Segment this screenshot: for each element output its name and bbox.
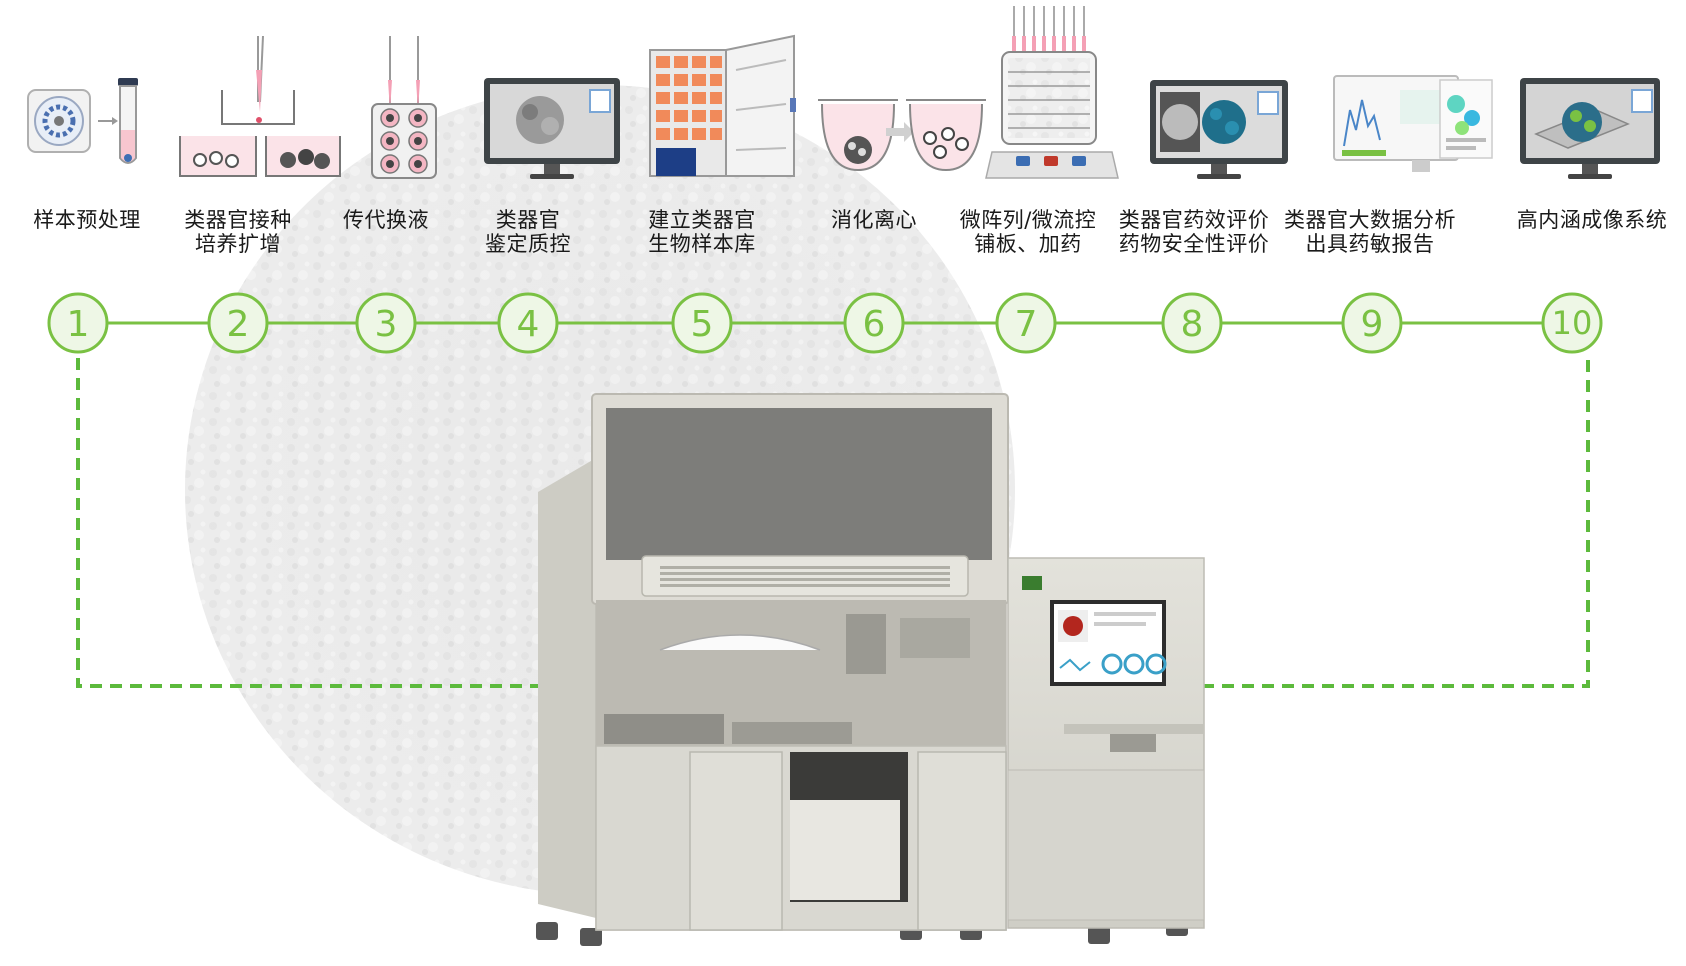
step-number-8: 8 — [1181, 304, 1204, 345]
report-analysis-icon — [1333, 75, 1493, 172]
step-number-5: 5 — [691, 304, 714, 345]
step-label-3: 传代换液 — [343, 208, 429, 232]
step-number-9: 9 — [1361, 304, 1384, 345]
step-marker-10: 10 — [1541, 292, 1603, 354]
step-number-3: 3 — [375, 304, 398, 345]
step-marker-1: 1 — [47, 292, 109, 354]
step-label-8: 类器官药效评价药物安全性评价 — [1118, 208, 1270, 256]
organoid-sample-icon — [27, 78, 138, 164]
step-number-6: 6 — [863, 304, 886, 345]
step-label-4: 类器官鉴定质控 — [485, 208, 571, 256]
step-number-1: 1 — [67, 304, 90, 345]
step-label-10: 高内涵成像系统 — [1516, 208, 1668, 232]
step-marker-9: 9 — [1341, 292, 1403, 354]
step-label-7: 微阵列/微流控铺板、加药 — [959, 208, 1097, 256]
step-label-9: 类器官大数据分析出具药敏报告 — [1284, 208, 1456, 256]
step-marker-8: 8 — [1161, 292, 1223, 354]
automated-organoid-workstation — [536, 393, 1205, 946]
timeline-markers: 1 2 3 4 5 6 7 8 — [47, 292, 1603, 354]
qc-monitor-icon — [484, 78, 620, 179]
digestion-centrifuge-icon — [818, 99, 986, 172]
imaging-monitor-icon — [1520, 78, 1660, 179]
passage-plate-icon — [371, 36, 437, 179]
step-number-7: 7 — [1015, 304, 1038, 345]
step-marker-4: 4 — [497, 292, 559, 354]
step-number-10: 10 — [1552, 304, 1593, 342]
step-marker-5: 5 — [671, 292, 733, 354]
dashed-loop-connector — [76, 358, 1590, 688]
step-number-4: 4 — [517, 304, 540, 345]
step-label-1: 样本预处理 — [33, 208, 141, 232]
step-marker-6: 6 — [843, 292, 905, 354]
step-number-2: 2 — [227, 304, 250, 345]
microarray-plate-icon — [985, 6, 1119, 179]
drug-evaluation-monitor-icon — [1150, 80, 1288, 179]
step-label-5: 建立类器官生物样本库 — [648, 208, 756, 256]
step-marker-7: 7 — [995, 292, 1057, 354]
seeding-culture-icon — [179, 35, 341, 177]
biobank-freezer-icon — [649, 34, 796, 177]
step-label-2: 类器官接种培养扩增 — [184, 208, 292, 256]
step-label-6: 消化离心 — [831, 208, 917, 232]
step-marker-3: 3 — [355, 292, 417, 354]
step-marker-2: 2 — [207, 292, 269, 354]
